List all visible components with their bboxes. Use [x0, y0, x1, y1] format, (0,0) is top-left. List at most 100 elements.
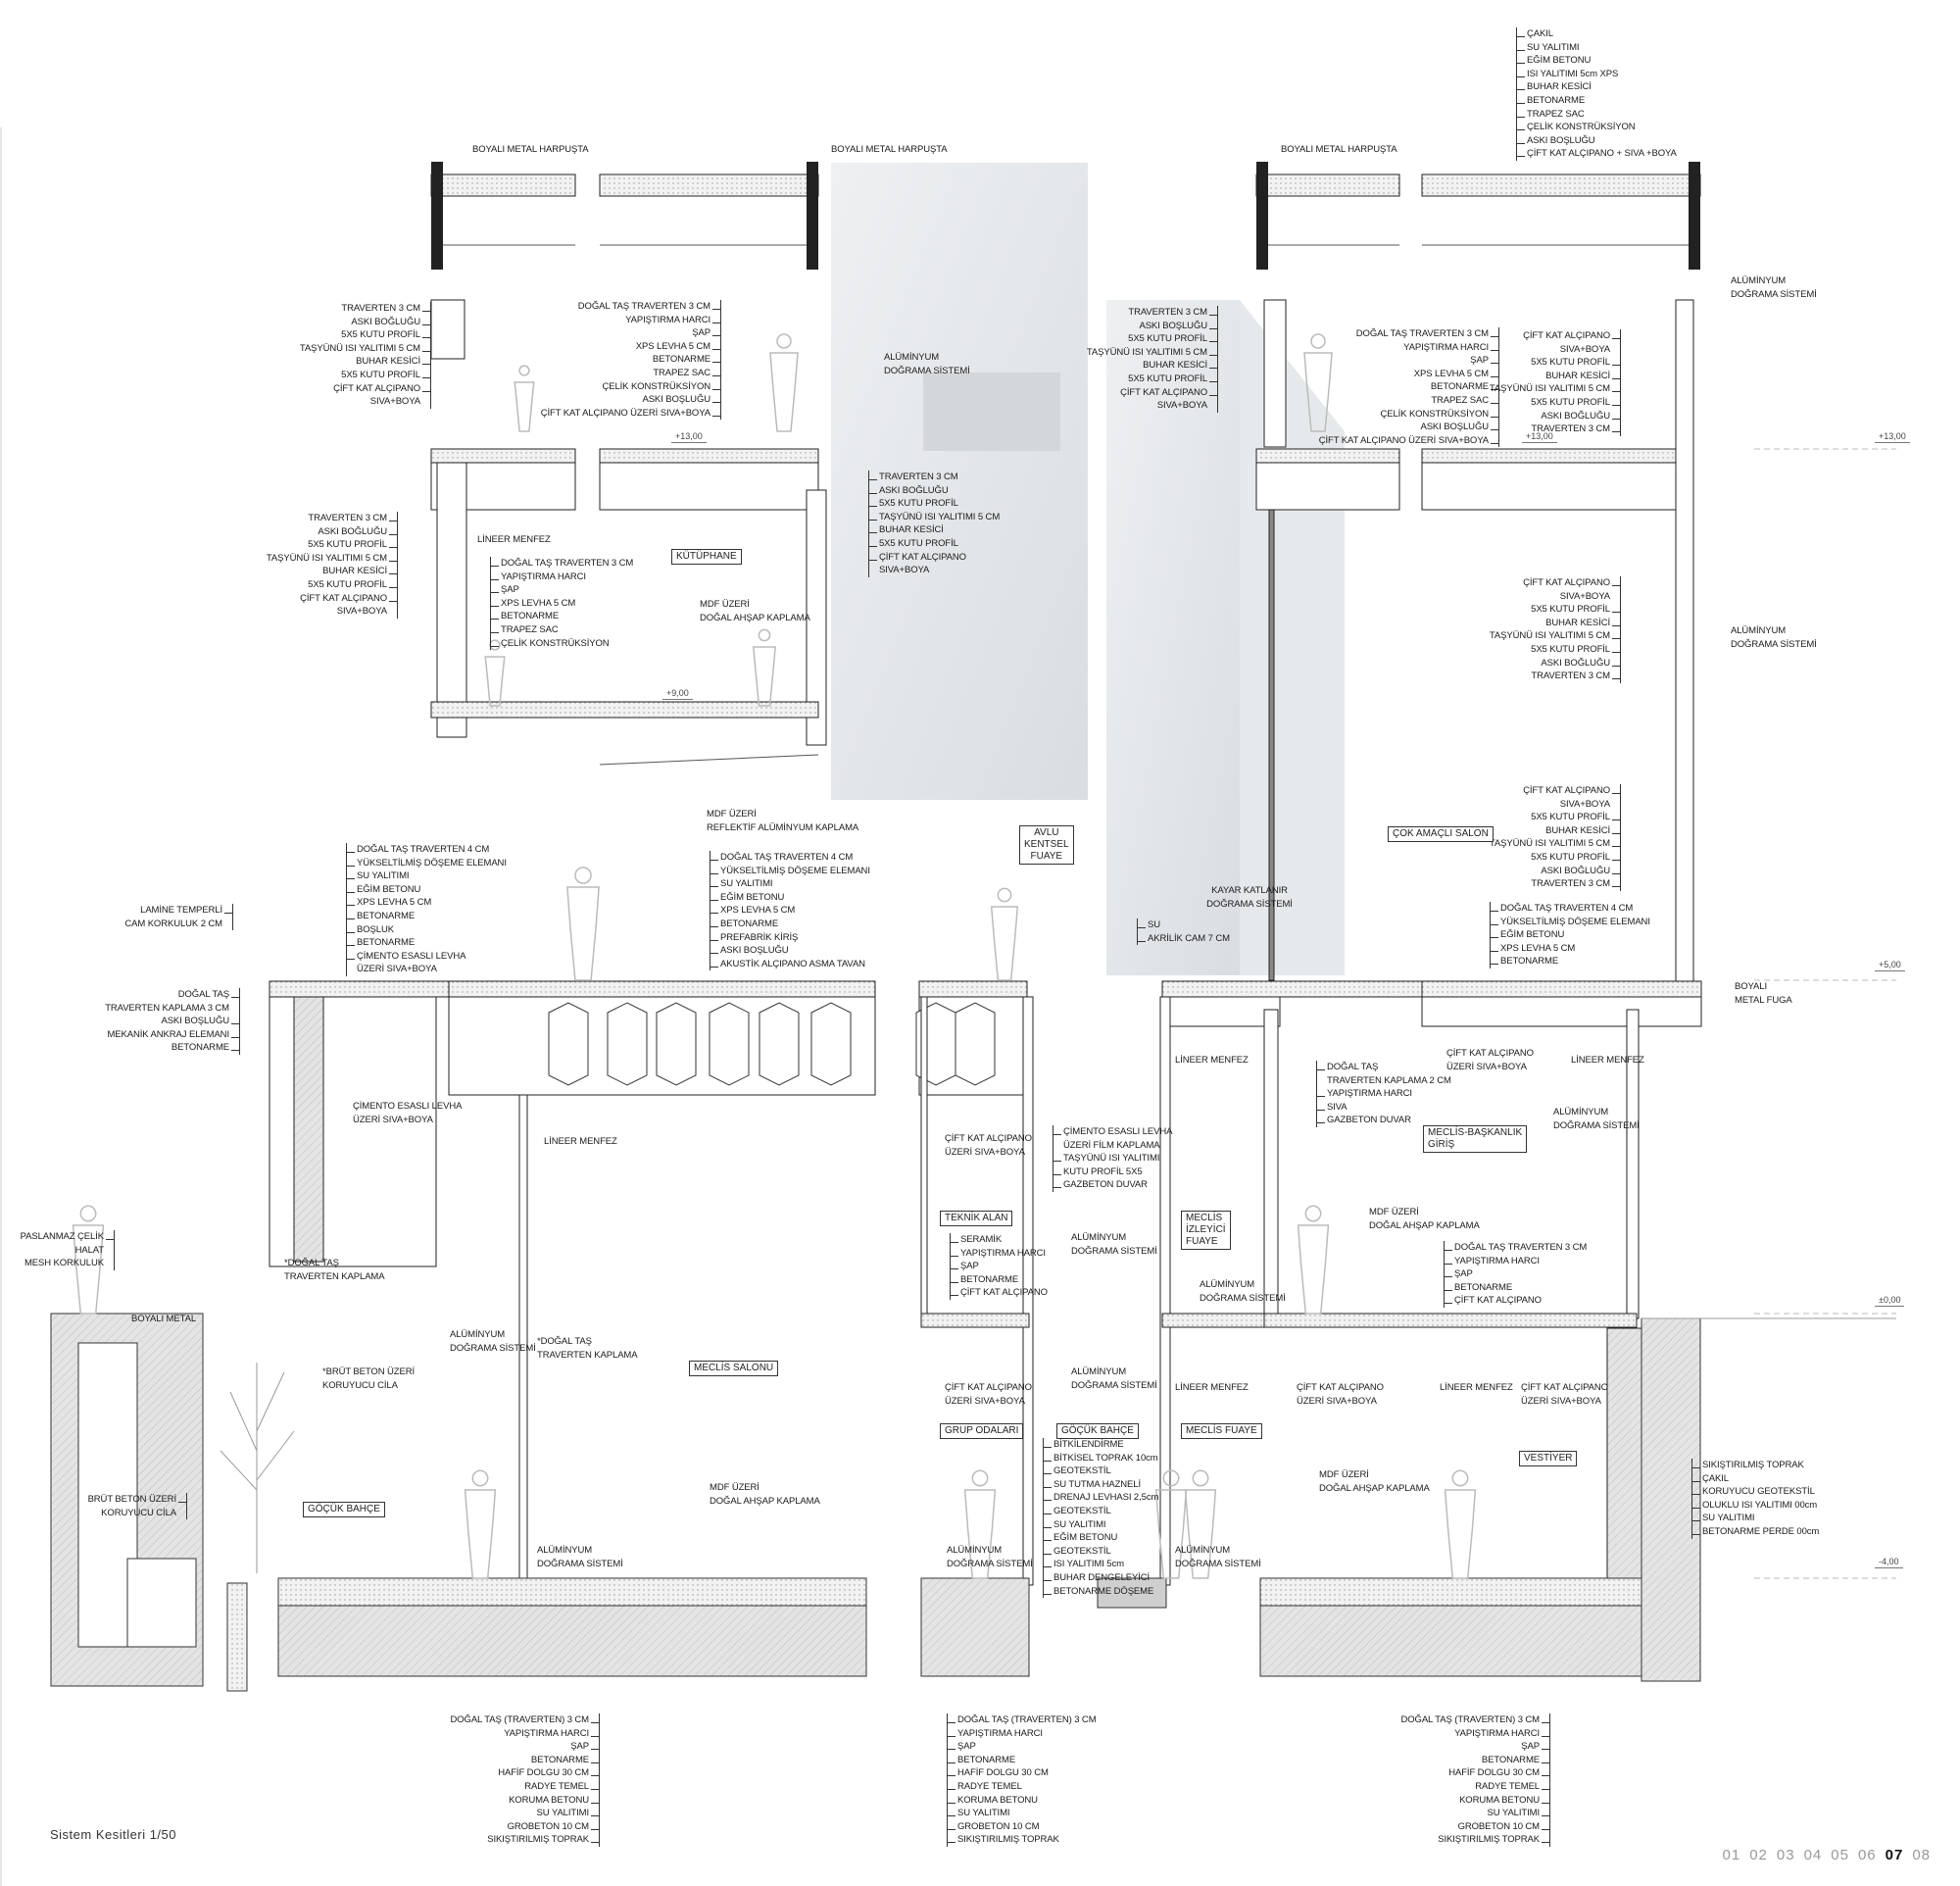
- callout-item: BUHAR KESİCİ: [1490, 824, 1621, 838]
- callout-item: XPS LEVHA 5 CM: [347, 896, 507, 910]
- person-icon: [752, 628, 777, 707]
- material-callout: MDF ÜZERİ REFLEKTİF ALÜMİNYUM KAPLAMA: [707, 808, 858, 834]
- callout-item: BETONARME: [1517, 94, 1677, 108]
- callout-item: ÇİFT KAT ALÇIPANO: [1444, 1294, 1587, 1308]
- callout-item: RADYE TEMEL: [450, 1780, 599, 1794]
- material-callout: KAYAR KATLANIR DOĞRAMA SİSTEMİ: [1191, 884, 1308, 911]
- callout-item: ASKI BOĞLUĞU: [300, 316, 431, 329]
- material-callout: ALÜMİNYUM DOĞRAMA SİSTEMİ: [1071, 1231, 1157, 1258]
- callout-item: ÇELİK KONSTRÜKSİYON: [1517, 121, 1677, 134]
- callout-item: BETONARME: [1319, 380, 1499, 394]
- callout-item: SU YALITIMI: [948, 1807, 1097, 1820]
- room-label: ÇOK AMAÇLI SALON: [1388, 826, 1494, 842]
- callout-item: MEKANİK ANKRAJ ELEMANI: [105, 1028, 239, 1042]
- callout-item: DOĞAL TAŞ TRAVERTEN KAPLAMA 3 CM: [105, 989, 239, 1014]
- callout-item: ÇİFT KAT ALÇIPANO ÜZERİ SIVA+BOYA: [1318, 434, 1499, 446]
- page-link-03[interactable]: 03: [1776, 1847, 1795, 1863]
- callout-item: DOĞAL TAŞ TRAVERTEN 3 CM: [541, 300, 721, 314]
- callout-item: ÇİMENTO ESASLI LEVHA ÜZERİ SIVA+BOYA: [353, 1101, 463, 1125]
- callout-item: ASKI BOĞLUĞU: [1490, 865, 1621, 878]
- page-link-04[interactable]: 04: [1803, 1847, 1823, 1863]
- material-callout: BOYALI METAL: [131, 1313, 196, 1326]
- material-callout: ALÜMİNYUM DOĞRAMA SİSTEMİ: [1731, 274, 1817, 301]
- callout-item: YAPIŞTIRMA HARCI: [450, 1727, 599, 1741]
- callout-item: BUHAR KESİCİ: [300, 355, 431, 369]
- beam-void: [548, 1002, 589, 1086]
- person-icon: [963, 1469, 997, 1579]
- callout-item: ÇİFT KAT ALÇIPANO SIVA+BOYA: [1490, 576, 1621, 603]
- person-icon: [566, 867, 600, 981]
- material-callout: BOYALI METAL FUGA: [1735, 980, 1792, 1007]
- page-link-06[interactable]: 06: [1857, 1847, 1877, 1863]
- material-callout: LİNEER MENFEZ: [1440, 1381, 1513, 1395]
- page-link-07[interactable]: 07: [1885, 1847, 1904, 1863]
- room-label: GRUP ODALARI: [940, 1423, 1024, 1439]
- material-callout: ÇİFT KAT ALÇIPANO ÜZERİ SIVA+BOYA: [945, 1381, 1032, 1408]
- person-icon: [464, 1469, 497, 1579]
- person-icon: [72, 1205, 105, 1315]
- person-icon: [1184, 1469, 1217, 1579]
- page-link-08[interactable]: 08: [1912, 1847, 1931, 1863]
- callout-item: ASKI BOĞLUĞU: [868, 484, 1000, 498]
- room-label: MECLİS-BAŞKANLIK GİRİŞ: [1423, 1125, 1528, 1153]
- callout-item: TRAVERTEN 3 CM: [1087, 306, 1218, 320]
- material-callout: LİNEER MENFEZ: [1175, 1054, 1249, 1067]
- callout-item: TRAPEZ SAC: [1319, 394, 1499, 408]
- beam-void: [955, 1002, 996, 1086]
- callout-item: SIVA: [1317, 1101, 1451, 1115]
- callout-item: MDF ÜZERİ DOĞAL AHŞAP KAPLAMA: [1369, 1207, 1480, 1231]
- callout-item: ASKI BOŞLUĞU: [541, 393, 721, 407]
- callout-item: YAPIŞTIRMA HARCI: [1444, 1255, 1587, 1268]
- level-marker: ±0,00: [1875, 1295, 1905, 1307]
- human-figures: [72, 333, 1477, 1579]
- callout-item: SU YALITIMI: [1517, 41, 1677, 55]
- callout-item: HAFİF DOLGU 30 CM: [1400, 1766, 1549, 1780]
- callout-item: TAŞYÜNÜ ISI YALITIMI 5 CM: [299, 342, 431, 354]
- callout-item: MDF ÜZERİ DOĞAL AHŞAP KAPLAMA: [700, 599, 810, 623]
- callout-item: ASKI BOŞLUĞU: [105, 1015, 239, 1028]
- material-callout: ALÜMİNYUM DOĞRAMA SİSTEMİ: [947, 1544, 1033, 1570]
- callout-item: BOYALI METAL HARPUŞTA: [472, 144, 589, 155]
- page-link-05[interactable]: 05: [1831, 1847, 1849, 1863]
- callout-item: 5X5 KUTU PROFİL: [1490, 396, 1621, 410]
- tree-icon: [220, 1363, 295, 1573]
- callout-item: ASKI BOŞLUĞU: [1087, 320, 1218, 333]
- callout-item: DOĞAL TAŞ TRAVERTEN 4 CM: [347, 843, 507, 857]
- callout-item: GEOTEKSTİL: [1043, 1545, 1158, 1559]
- material-callout: LİNEER MENFEZ: [1571, 1054, 1644, 1067]
- room-label: TEKNİK ALAN: [940, 1211, 1013, 1226]
- callout-item: YAPIŞTIRMA HARCI: [1317, 1087, 1451, 1101]
- callout-item: ASKI BOŞLUĞU: [1319, 421, 1499, 434]
- callout-item: BUHAR KESİCİ: [267, 565, 398, 578]
- callout-item: OLUKLU ISI YALITIMI 00cm: [1691, 1499, 1819, 1513]
- material-callout: ALÜMİNYUM DOĞRAMA SİSTEMİ: [1731, 624, 1817, 651]
- page-link-02[interactable]: 02: [1749, 1847, 1768, 1863]
- callout-item: ÇİFT KAT ALÇIPANO SIVA+BOYA: [868, 551, 1000, 577]
- callout-item: LİNEER MENFEZ: [477, 534, 551, 545]
- page-link-01[interactable]: 01: [1722, 1847, 1741, 1863]
- callout-item: LİNEER MENFEZ: [1440, 1382, 1513, 1393]
- material-callout: ALÜMİNYUM DOĞRAMA SİSTEMİ: [1200, 1278, 1286, 1305]
- callout-item: ALÜMİNYUM DOĞRAMA SİSTEMİ: [947, 1545, 1033, 1569]
- callout-item: ŞAP: [1444, 1267, 1587, 1281]
- callout-item: EĞİM BETONU: [1043, 1531, 1158, 1545]
- callout-item: GEOTEKSTİL: [1043, 1505, 1158, 1518]
- callout-item: RADYE TEMEL: [948, 1780, 1097, 1794]
- callout-item: 5X5 KUTU PROFİL: [267, 538, 398, 552]
- callout-item: DOĞAL TAŞ TRAVERTEN KAPLAMA 2 CM: [1317, 1062, 1451, 1086]
- callout-item: ISI YALITIMI 5cm XPS: [1517, 68, 1677, 81]
- callout-item: ÇAKIL: [1517, 27, 1677, 41]
- callout-item: 5X5 KUTU PROFİL: [868, 537, 1000, 551]
- callout-item: PREFABRİK KİRİŞ: [710, 931, 870, 945]
- callout-item: ASKI BOŞLUĞU: [710, 944, 870, 958]
- callout-item: BOYALI METAL HARPUŞTA: [1281, 144, 1397, 155]
- callout-item: ÇİMENTO ESASLI LEVHA ÜZERİ SIVA+BOYA: [347, 950, 507, 976]
- callout-item: DOĞAL TAŞ (TRAVERTEN) 3 CM: [450, 1714, 599, 1725]
- callout-item: BOŞLUK: [347, 923, 507, 937]
- callout-item: YÜKSELTİLMİŞ DÖŞEME ELEMANI: [347, 857, 507, 869]
